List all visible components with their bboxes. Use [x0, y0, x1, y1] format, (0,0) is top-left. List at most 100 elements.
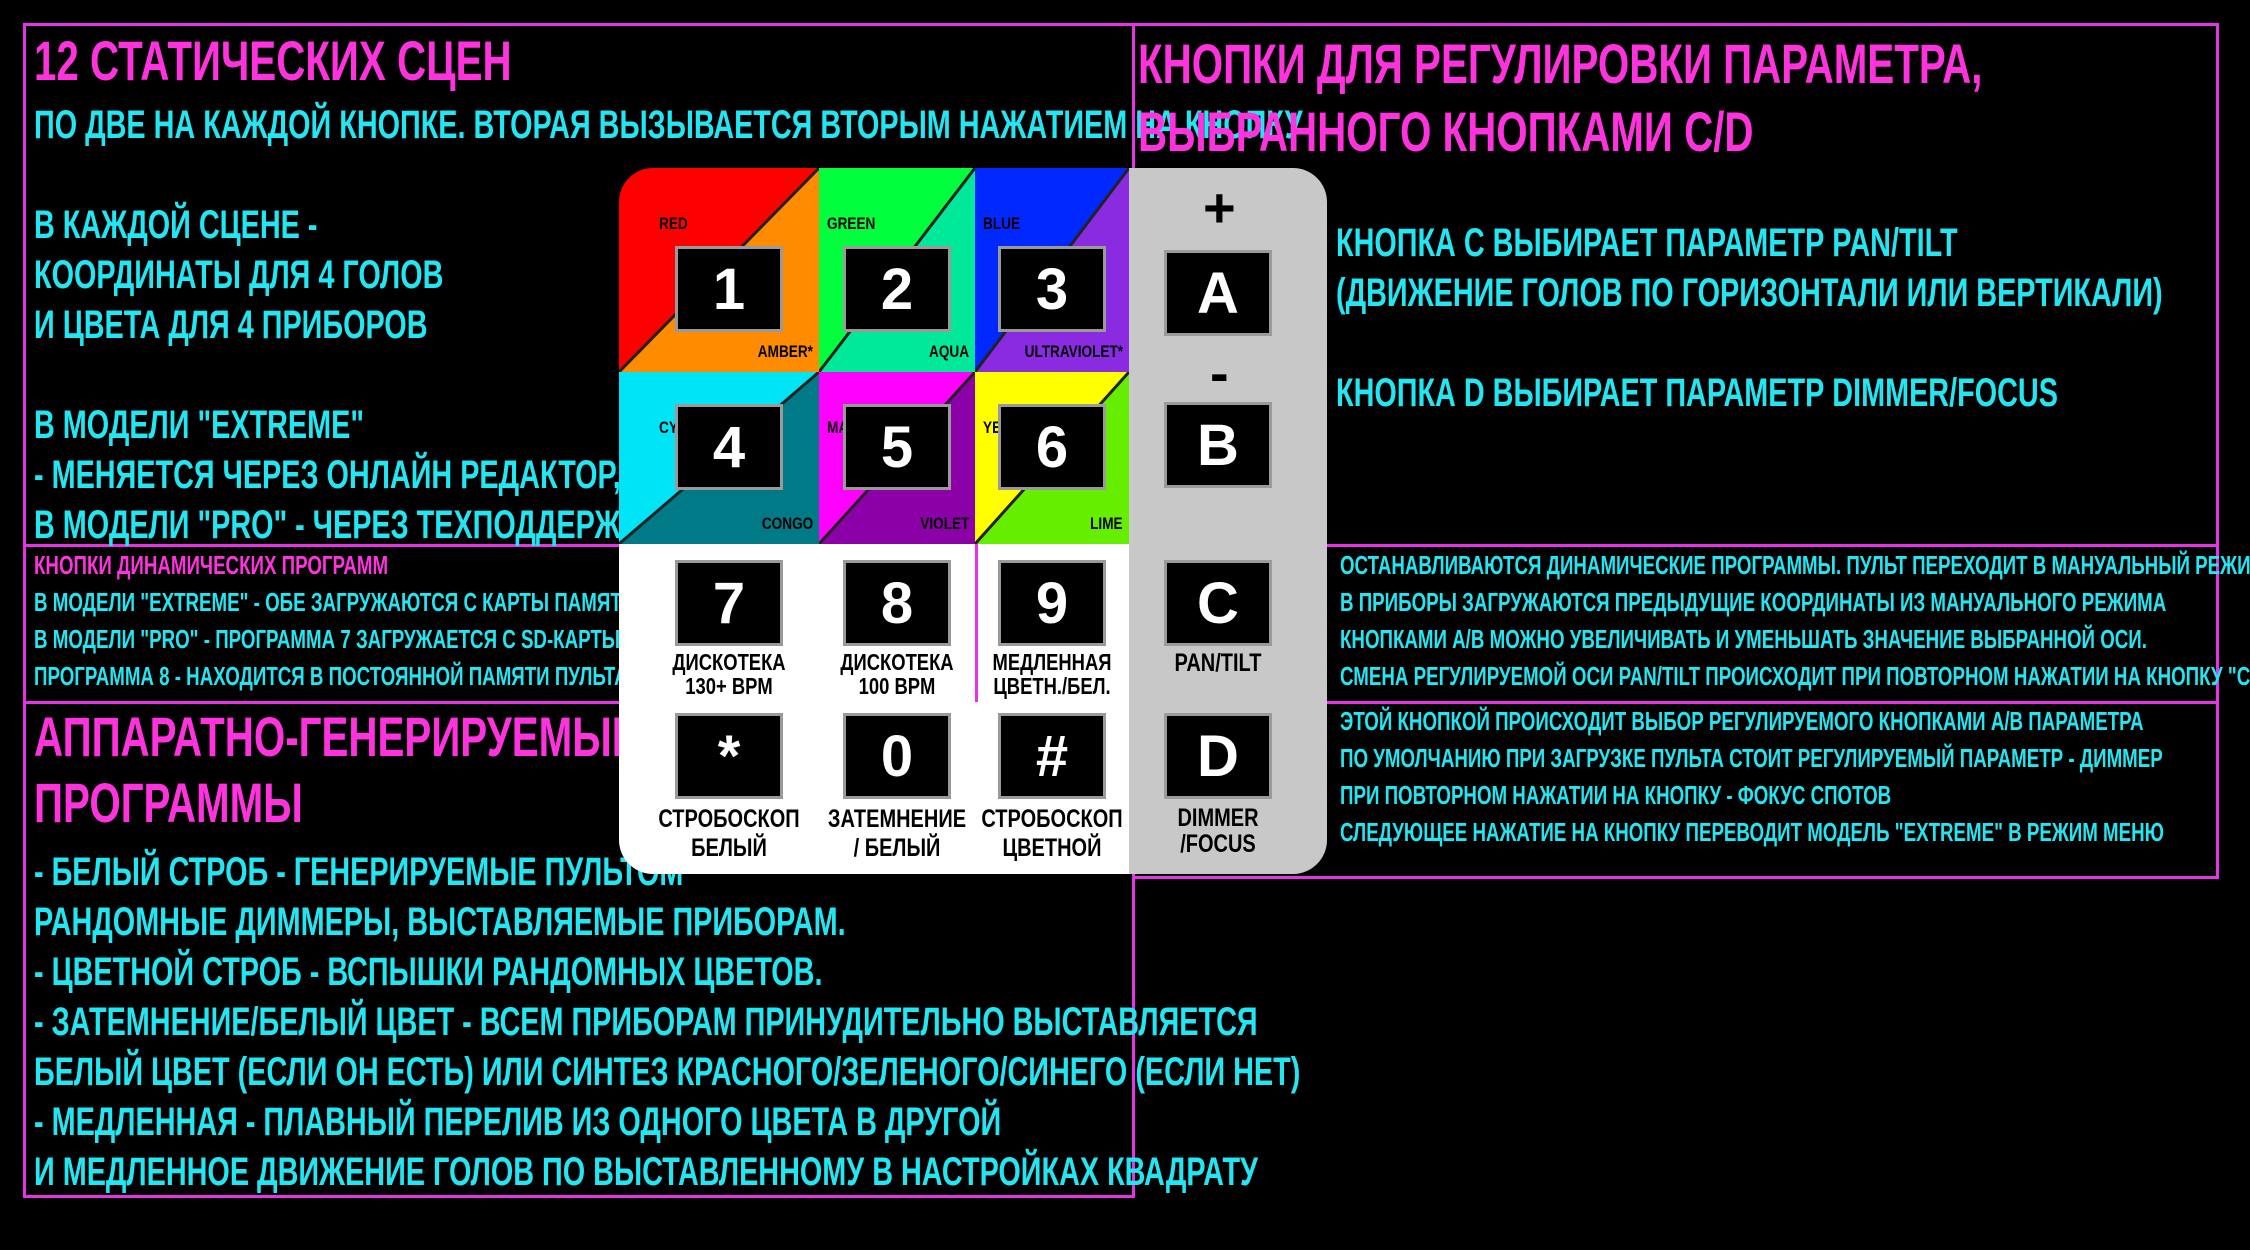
static-scenes-title: 12 статических сцен — [34, 29, 512, 92]
program-key-label-line: Медленная — [992, 649, 1112, 675]
info-line: Смена регулируемой оси PAN/TILT происход… — [1340, 661, 2250, 691]
program-key-label-line: Дискотека — [840, 649, 954, 675]
program-key-label-line: белый — [691, 834, 767, 862]
program-key-label: Затемнение/ белый — [817, 805, 977, 863]
param-buttons-title: Кнопки для регулировки параметра, выбран… — [1138, 30, 1983, 166]
program-key-label: Медленнаяцветн./бел. — [972, 650, 1132, 698]
hardware-programs-info: - Белый строб - генерируемые пультом ран… — [34, 847, 1300, 1197]
scene-tile-5: MAGENTAVIOLET5 — [819, 372, 975, 544]
program-key-label-line: Стробоскоп — [658, 805, 800, 833]
title-line: программы — [34, 771, 303, 834]
key-0[interactable]: 0 — [843, 713, 951, 799]
info-line: - меняется через онлайн редактор, — [34, 453, 621, 497]
info-line: В модели "EXTREME" — [34, 403, 364, 447]
info-line: программа 8 - находится в постоянной пам… — [34, 661, 628, 691]
info-line: Кнопка C выбирает параметр PAN/TILT — [1336, 221, 1958, 265]
static-scenes-subtitle: По две на каждой кнопке. Вторая вызывает… — [34, 103, 1303, 147]
key-d[interactable]: D — [1164, 713, 1272, 799]
info-line: Останавливаются динамические программы. … — [1340, 550, 2250, 580]
program-key-label: Дискотека130+ BPM — [649, 650, 809, 698]
title-line: выбранного кнопками C/D — [1138, 100, 1754, 163]
scene-tile-4: CYANCONGO4 — [619, 372, 819, 544]
scene-tile-3: BLUE ULTRAVIOLET* 3 — [975, 168, 1129, 372]
plus-sign: + — [1203, 176, 1236, 239]
color-label-top: RED — [659, 214, 688, 233]
info-line: Этой кнопкой происходит выбор регулируем… — [1340, 706, 2144, 736]
info-line: При повторном нажатии на кнопку - фокус … — [1340, 780, 1892, 810]
title-line: Аппаратно-генерируемые — [34, 705, 639, 768]
c-button-info: Кнопка C выбирает параметр PAN/TILT (дви… — [1336, 218, 2163, 318]
key-c-label: PAN/TILT — [1174, 649, 1262, 677]
key-star[interactable]: * — [675, 713, 783, 799]
info-line: и медленное движение голов по выставленн… — [34, 1150, 1258, 1194]
key-c[interactable]: C — [1164, 560, 1272, 646]
program-key-label: Стробоскопбелый — [649, 805, 809, 863]
key-3[interactable]: 3 — [998, 246, 1106, 332]
key-d-label-line: DIMMER — [1177, 804, 1259, 832]
static-scenes-info: В каждой сцене - координаты для 4 голов … — [34, 200, 443, 350]
program-key-label-line: 100 BPM — [858, 673, 936, 699]
info-line: - Белый строб - генерируемые пультом — [34, 850, 684, 894]
color-label-bottom: LIME — [1090, 514, 1123, 533]
key-b[interactable]: B — [1164, 402, 1272, 488]
color-label-top: BLUE — [983, 214, 1021, 233]
key-8[interactable]: 8 — [843, 560, 951, 646]
program-key-label-line: Затемнение — [827, 805, 967, 833]
color-label-bottom: CONGO — [761, 514, 813, 533]
color-label-top: GREEN — [827, 214, 876, 233]
program-key-label-line: цветн./бел. — [993, 673, 1111, 699]
key-hash[interactable]: # — [998, 713, 1106, 799]
key-5[interactable]: 5 — [843, 404, 951, 490]
dynamic-programs-info: Кнопки динамических программ В модели "E… — [34, 547, 635, 695]
color-label-bottom: VIOLET — [919, 514, 969, 533]
info-line: - Цветной строб - вспышки рандомных цвет… — [34, 950, 823, 994]
info-line: Кнопками A/B можно увеличивать и уменьша… — [1340, 624, 2147, 654]
program-key-label-line: Дискотека — [672, 649, 786, 675]
info-line: По умолчанию при загрузке пульта стоит р… — [1340, 743, 2163, 773]
frame-hardware-programs — [23, 701, 1135, 1198]
key-9[interactable]: 9 — [998, 560, 1106, 646]
d-button-info: Кнопка D выбирает параметр DIMMER/FOCUS — [1336, 371, 2058, 415]
color-label-bottom: AQUA — [928, 342, 969, 361]
info-line: В каждой сцене - — [34, 203, 318, 247]
key-a[interactable]: A — [1164, 250, 1272, 336]
keypad-divider — [975, 544, 978, 702]
info-line: в модели "PRO" - через техподдержку — [34, 503, 657, 547]
hardware-programs-title: Аппаратно-генерируемые программы — [34, 704, 639, 836]
color-label-bottom: ULTRAVIOLET* — [1024, 342, 1123, 361]
minus-sign: - — [1210, 341, 1229, 404]
info-line: (движение голов по горизонтали или верти… — [1336, 271, 2163, 315]
color-label-bottom: AMBER* — [757, 342, 813, 361]
key-4[interactable]: 4 — [675, 404, 783, 490]
info-line: В приборы загружаются предыдущие координ… — [1340, 587, 2167, 617]
info-line: - Затемнение/белый цвет - всем приборам … — [34, 1000, 1258, 1044]
key-6[interactable]: 6 — [998, 404, 1106, 490]
info-line: и цвета для 4 приборов — [34, 303, 428, 347]
info-line: рандомные диммеры, выставляемые приборам… — [34, 900, 846, 944]
program-key-label-line: / белый — [853, 834, 941, 862]
title-line: Кнопки для регулировки параметра, — [1138, 32, 1983, 95]
program-key-label: Стробоскопцветной — [972, 805, 1132, 863]
key-1[interactable]: 1 — [675, 246, 783, 332]
model-info: В модели "EXTREME" - меняется через онла… — [34, 400, 657, 550]
key-d-label-line: /FOCUS — [1180, 830, 1256, 858]
info-line: белый цвет (если он есть) или синтез кра… — [34, 1050, 1301, 1094]
program-key-label-line: Стробоскоп — [981, 805, 1123, 833]
program-key-label-line: цветной — [1002, 834, 1102, 862]
info-line: координаты для 4 голов — [34, 253, 444, 297]
info-line: Следующее нажатие на кнопку переводит мо… — [1340, 817, 2164, 847]
program-key-label: Дискотека100 BPM — [817, 650, 977, 698]
scene-tile-6: YELLOWLIME6 — [975, 372, 1129, 544]
key-2[interactable]: 2 — [843, 246, 951, 332]
scene-tile-2: GREEN AQUA 2 — [819, 168, 975, 372]
c-description: Останавливаются динамические программы. … — [1340, 547, 2250, 695]
d-description: Этой кнопкой происходит выбор регулируем… — [1340, 703, 2164, 851]
program-key-label-line: 130+ BPM — [685, 673, 773, 699]
key-d-label: DIMMER /FOCUS — [1138, 805, 1298, 857]
info-line: В модели "EXTREME" - обе загружаются с к… — [34, 587, 636, 617]
info-line: В модели "PRO" - программа 7 загружается… — [34, 624, 626, 654]
info-line: Кнопки динамических программ — [34, 550, 389, 580]
scene-tile-1: RED AMBER* 1 — [619, 168, 819, 372]
key-7[interactable]: 7 — [675, 560, 783, 646]
info-line: - Медленная - плавный перелив из одного … — [34, 1100, 1002, 1144]
